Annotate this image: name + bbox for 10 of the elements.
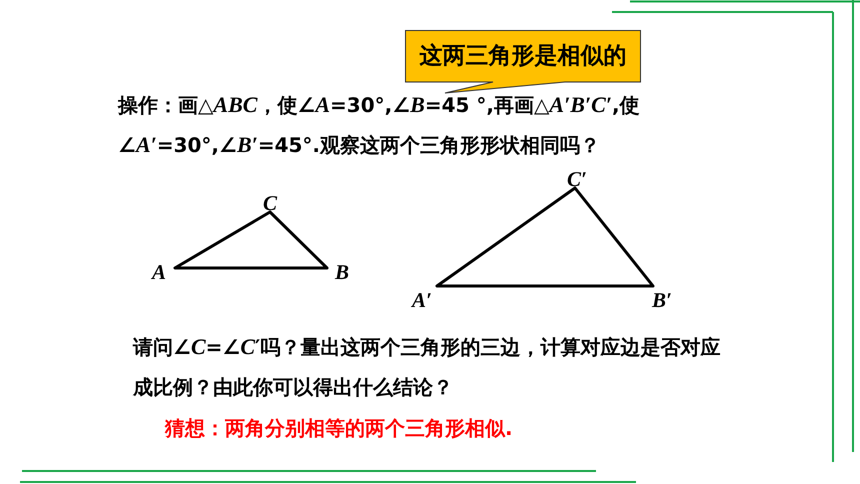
vertex-label: B — [335, 261, 349, 283]
conjecture-text: 猜想：两角分别相等的两个三角形相似. — [165, 415, 514, 442]
vertex-label: A — [152, 261, 166, 283]
vertex-label: A′ — [412, 289, 432, 311]
vertex-label: C′ — [567, 168, 587, 190]
question-text: 请问∠C=∠C′吗？量出这两个三角形的三边，计算对应边是否对应成比例？由此你可以得出什么结论？ — [133, 333, 722, 401]
vertex-label: C — [263, 192, 277, 214]
vertex-label: B′ — [652, 289, 672, 311]
callout-box: 这两三角形是相似的 — [405, 30, 641, 94]
instruction-text: 操作：画△ABC，使∠A=30°,∠B=45 °,再画△A′B′C′,使∠A′=30°,∠B′=45°.观察这两个三角形形状相同吗？ — [118, 91, 641, 159]
